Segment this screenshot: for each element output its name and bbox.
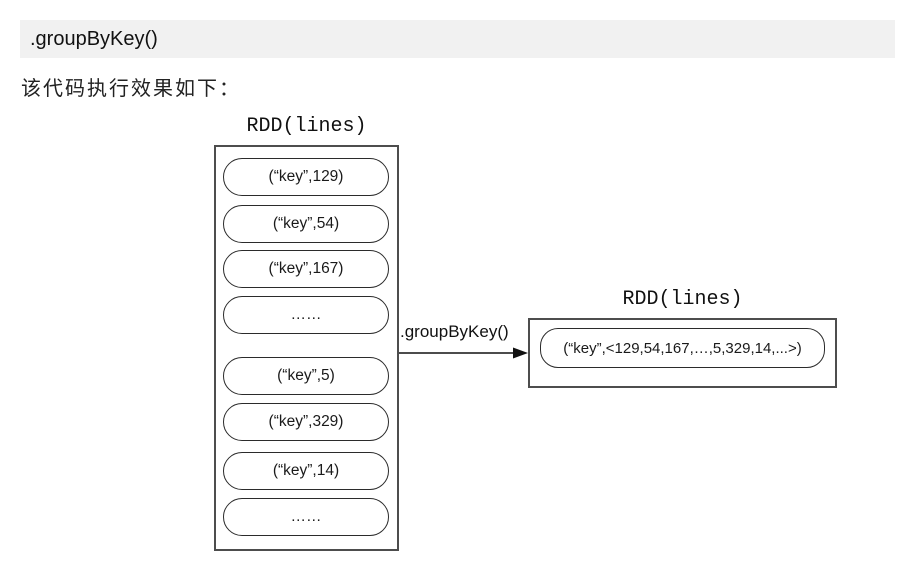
source-node: (“key”,54) <box>223 205 389 243</box>
source-node: (“key”,167) <box>223 250 389 288</box>
result-node: (“key”,<129,54,167,…,5,329,14,...>) <box>540 328 825 368</box>
result-rdd-title: RDD(lines) <box>622 288 743 311</box>
transform-label: .groupByKey() <box>400 322 509 341</box>
code-snippet-bar: .groupByKey() <box>20 20 895 58</box>
source-node: (“key”,14) <box>223 452 389 490</box>
source-node: (“key”,129) <box>223 158 389 196</box>
intro-text: 该代码执行效果如下： <box>21 78 241 100</box>
source-node-ellipsis: …… <box>223 498 389 536</box>
source-rdd-box: (“key”,129) (“key”,54) (“key”,167) …… (“… <box>214 145 399 551</box>
arrow-right-icon <box>399 347 528 359</box>
source-node-ellipsis: …… <box>223 296 389 334</box>
source-rdd-title: RDD(lines) <box>246 115 367 138</box>
source-node: (“key”,329) <box>223 403 389 441</box>
source-node: (“key”,5) <box>223 357 389 395</box>
result-rdd-box: (“key”,<129,54,167,…,5,329,14,...>) <box>528 318 837 388</box>
code-snippet-text: .groupByKey() <box>30 27 158 50</box>
